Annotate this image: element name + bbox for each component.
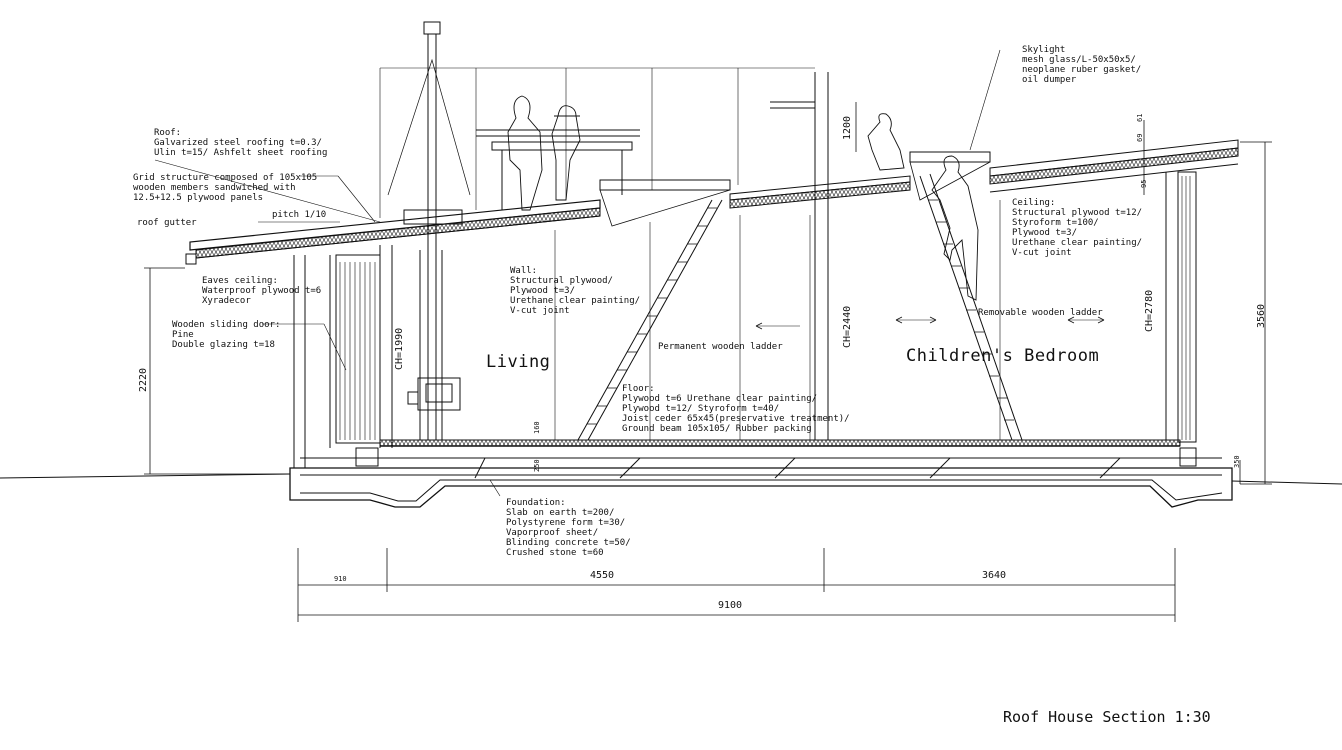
note-line: Ceiling: <box>1012 198 1056 208</box>
note-line: Structural plywood/ <box>510 276 613 286</box>
note-line: Joist ceder 65x45(preservative treatment… <box>622 414 850 424</box>
dimension-ch-1990: CH=1990 <box>394 327 405 370</box>
note-line: V-cut joint <box>1012 248 1072 258</box>
note-line: Roof: <box>154 128 182 138</box>
note-line: Vaporproof sheet/ <box>506 528 599 538</box>
note-line: V-cut joint <box>510 306 570 316</box>
dimension-910: 910 <box>334 575 347 583</box>
note-line: Ulin t=15/ Ashfelt sheet roofing <box>154 148 328 158</box>
note-line: oil dumper <box>1022 75 1077 85</box>
direction-arrows <box>755 316 1105 330</box>
note-line: Crushed stone t=60 <box>506 548 604 558</box>
room-label-childrens-bedroom: Children's Bedroom <box>906 346 1100 366</box>
dimension-lines <box>144 102 1272 622</box>
note-line: Double glazing t=18 <box>172 340 275 350</box>
leader-lines <box>154 49 1104 497</box>
note-line: Urethane clear painting/ <box>510 296 641 306</box>
rooftop-frame <box>379 67 815 218</box>
note-line: Waterproof plywood t=6 <box>202 286 322 296</box>
note-grid-structure: Grid structure composed of 105x105 woode… <box>133 173 317 203</box>
note-line: wooden members sandwiched with <box>133 183 296 193</box>
note-line: Xyradecor <box>202 296 251 306</box>
note-line: Urethane clear painting/ <box>1012 238 1143 248</box>
wood-stove <box>407 377 461 411</box>
floor-structure <box>300 439 1222 467</box>
note-sliding-door: Wooden sliding door: Pine Double glazing… <box>172 320 280 350</box>
dimension-61: 61 <box>1136 113 1144 122</box>
dimension-350: 350 <box>1233 455 1241 468</box>
right-wall <box>1165 171 1197 443</box>
dimension-4550: 4550 <box>590 570 615 581</box>
ground-line <box>0 473 1342 485</box>
note-roof: Roof: Galvarized steel roofing t=0.3/ Ul… <box>154 128 327 158</box>
dimension-ch-2440: CH=2440 <box>842 305 853 348</box>
note-line: Plywood t=12/ Styroform t=40/ <box>622 404 780 414</box>
dimension-2220: 2220 <box>138 367 149 392</box>
note-removable-ladder: Removable wooden ladder <box>978 308 1103 318</box>
note-line: Styroform t=100/ <box>1012 218 1099 228</box>
dimension-ch-2780: CH=2780 <box>1144 289 1155 332</box>
note-wall: Wall: Structural plywood/ Plywood t=3/ U… <box>510 266 640 316</box>
note-pitch: pitch 1/10 <box>272 210 327 220</box>
drawing-title: Roof House Section 1:30 <box>1003 708 1211 726</box>
dimension-160: 160 <box>533 421 541 434</box>
dimension-1200: 1200 <box>842 115 853 140</box>
dimension-69: 69 <box>1136 133 1144 142</box>
note-line: Eaves ceiling: <box>202 276 278 286</box>
note-line: Blinding concrete t=50/ <box>506 538 631 548</box>
note-line: Pine <box>172 330 194 340</box>
note-line: Grid structure composed of 105x105 <box>133 173 318 183</box>
note-skylight: Skylight mesh glass/L-50x50x5/ neoplane … <box>1022 45 1141 85</box>
note-line: Ground beam 105x105/ Rubber packing <box>622 424 812 434</box>
note-line: Slab on earth t=200/ <box>506 508 615 518</box>
note-eaves-ceiling: Eaves ceiling: Waterproof plywood t=6 Xy… <box>202 276 321 306</box>
note-floor: Floor: Plywood t=6 Urethane clear painti… <box>622 384 850 434</box>
note-line: Wall: <box>510 266 538 276</box>
dimension-3640: 3640 <box>982 570 1007 581</box>
note-foundation: Foundation: Slab on earth t=200/ Polysty… <box>506 498 631 558</box>
interior-partitions <box>554 72 1001 440</box>
room-label-living: Living <box>486 352 551 372</box>
foundation-slab <box>289 457 1233 508</box>
note-line: Floor: <box>622 384 655 394</box>
note-line: Polystyrene form t=30/ <box>506 518 626 528</box>
note-ceiling: Ceiling: Structural plywood t=12/ Styrof… <box>1012 198 1142 258</box>
permanent-ladder <box>577 199 723 441</box>
note-line: Plywood t=3/ <box>1012 228 1078 238</box>
roof-structure <box>185 139 1239 265</box>
note-permanent-ladder: Permanent wooden ladder <box>658 342 783 352</box>
dimension-95: 95 <box>1140 179 1148 188</box>
left-wall <box>293 245 393 468</box>
note-line: Foundation: <box>506 498 566 508</box>
note-line: neoplane ruber gasket/ <box>1022 65 1142 75</box>
dimension-3560: 3560 <box>1256 303 1267 328</box>
note-line: Plywood t=3/ <box>510 286 576 296</box>
note-line: Structural plywood t=12/ <box>1012 208 1143 218</box>
note-line: Galvarized steel roofing t=0.3/ <box>154 138 322 148</box>
note-line: Plywood t=6 Urethane clear painting/ <box>622 394 818 404</box>
note-line: 12.5+12.5 plywood panels <box>133 193 264 203</box>
person-figures <box>507 95 979 301</box>
dimension-9100: 9100 <box>718 600 743 611</box>
note-roof-gutter: roof gutter <box>137 218 197 228</box>
note-line: Wooden sliding door: <box>172 320 281 330</box>
dimension-250: 250 <box>533 459 541 472</box>
chimney <box>387 21 471 440</box>
note-line: Skylight <box>1022 45 1066 55</box>
note-line: mesh glass/L-50x50x5/ <box>1022 55 1136 65</box>
removable-ladder <box>919 173 1023 441</box>
